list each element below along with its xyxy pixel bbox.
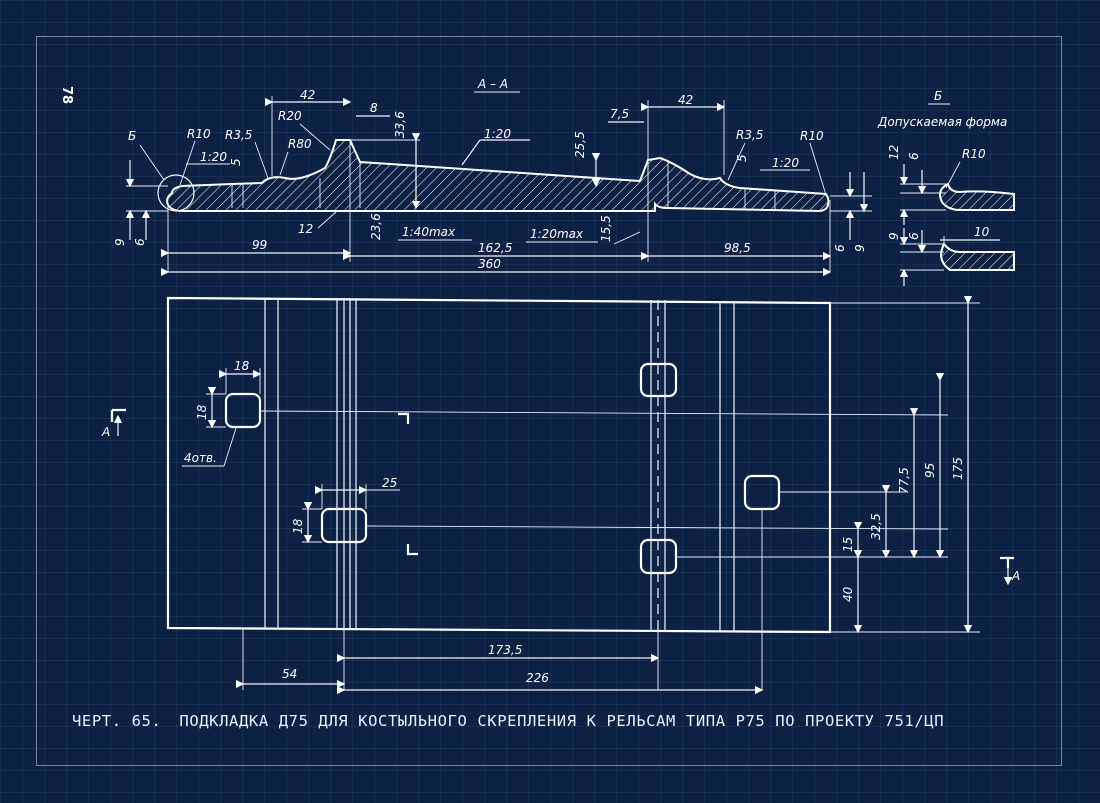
dim-162-5: 162,5 (478, 241, 512, 255)
plan-holes-note: 4отв. (184, 451, 217, 465)
dim-8: 8 (370, 101, 378, 115)
detail-b-circle (157, 174, 195, 212)
dim-9-left: 9 (113, 238, 127, 246)
plan-d175: 175 (951, 457, 965, 480)
plan-d95: 95 (923, 463, 937, 478)
plan-d18-height-2: 18 (291, 518, 305, 534)
slope-1-40: 1:40max (402, 225, 456, 239)
technical-drawing: А – А Б 42 8 33,6 42 7,5 (101, 77, 1020, 695)
slope-1-20-top: 1:20 (484, 127, 511, 141)
dim-99: 99 (252, 238, 267, 252)
plan-d32-5: 32,5 (869, 513, 883, 540)
plan-d18-width: 18 (234, 359, 250, 373)
hole-2 (320, 507, 368, 544)
plan-d18-height: 18 (195, 404, 209, 420)
dim-42-right: 42 (678, 93, 693, 107)
detail-d12: 12 (887, 145, 901, 160)
plan-d226: 226 (526, 671, 549, 685)
plan-d25: 25 (382, 476, 397, 490)
caption-title: ПОДКЛАДКА Д75 ДЛЯ КОСТЫЛЬНОГО СКРЕПЛЕНИЯ… (179, 712, 945, 730)
label-r10-left: R10 (187, 127, 211, 141)
plan-d15: 15 (841, 537, 855, 552)
section-mark-left: А (101, 425, 110, 439)
dim-23-6: 23,6 (369, 213, 383, 240)
plan-d77-5: 77,5 (897, 467, 911, 494)
detail-b-ref: Б (128, 129, 136, 143)
detail-subtitle: Допускаемая форма (877, 115, 1007, 129)
profile-section (166, 139, 830, 213)
plan-d40: 40 (841, 586, 855, 602)
slope-1-20-max: 1:20max (530, 227, 584, 241)
dim-6-right: 6 (833, 244, 847, 252)
detail-b: Б Допускаемая форма R10 12 6 9 6 10 (877, 89, 1015, 286)
label-r10-right: R10 (800, 129, 824, 143)
dim-9-right: 9 (853, 244, 867, 252)
hole-1 (224, 392, 262, 429)
section-mark-right: А (1011, 569, 1020, 583)
dim-42-left: 42 (300, 88, 315, 102)
dim-25-5: 25,5 (573, 131, 587, 158)
detail-d6-bottom: 6 (907, 232, 921, 240)
dim-7-5: 7,5 (610, 107, 629, 121)
hole-3 (639, 362, 678, 398)
dim-15-5: 15,5 (599, 215, 613, 242)
detail-profile-1 (939, 182, 1015, 211)
plan-d54: 54 (282, 667, 297, 681)
caption-number: ЧЕРТ. 65. (72, 712, 162, 730)
dim-33-6: 33,6 (393, 111, 407, 138)
hole-4 (639, 538, 678, 575)
detail-d10: 10 (974, 225, 990, 239)
drawing-frame (36, 36, 1062, 766)
hole-5 (743, 474, 781, 511)
detail-d9: 9 (887, 232, 901, 240)
label-r20: R20 (278, 109, 302, 123)
dim-12: 12 (298, 222, 313, 236)
dim-360: 360 (478, 257, 501, 271)
detail-title: Б (934, 89, 942, 103)
dim-5-left: 5 (229, 158, 243, 166)
detail-d6-top: 6 (907, 152, 921, 160)
dim-6-left: 6 (133, 238, 147, 246)
plan-view: 18 18 4отв. 25 18 А А 175 95 77,5 (101, 295, 1020, 695)
plate-outline (166, 296, 832, 634)
label-r3-5-right: R3,5 (736, 128, 763, 142)
label-r80: R80 (288, 137, 312, 151)
plan-d173-5: 173,5 (488, 643, 522, 657)
slope-1-20-left: 1:20 (200, 150, 227, 164)
label-r3-5-left: R3,5 (225, 128, 252, 142)
dim-98-5: 98,5 (724, 241, 751, 255)
drawing-caption: ЧЕРТ. 65. ПОДКЛАДКА Д75 ДЛЯ КОСТЫЛЬНОГО С… (72, 712, 1052, 730)
section-view: А – А Б 42 8 33,6 42 7,5 (113, 77, 872, 277)
section-title: А – А (477, 77, 508, 91)
slope-1-20-right: 1:20 (772, 156, 799, 170)
detail-r10: R10 (962, 147, 986, 161)
detail-profile-2 (940, 242, 1015, 271)
dim-5-right: 5 (735, 154, 749, 162)
